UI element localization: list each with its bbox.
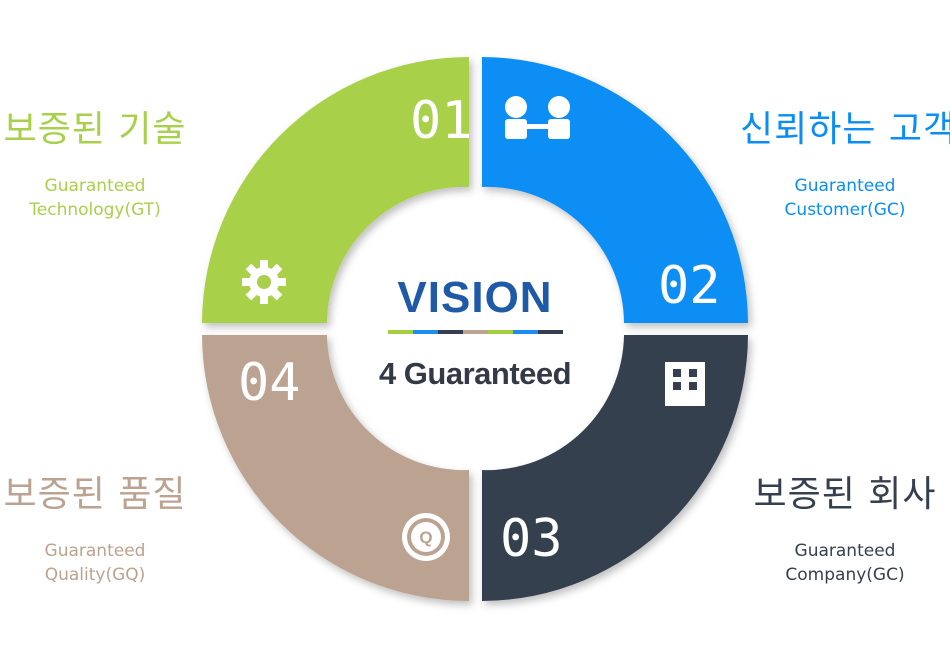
quadrant-04: 04 Q	[202, 335, 469, 601]
label-title-ko: 보증된 품질	[3, 474, 187, 515]
label-title-en: Guaranteed Company(GC)	[740, 539, 950, 587]
label-title-en-line2: Technology(GT)	[29, 200, 161, 220]
segment-01	[202, 57, 469, 323]
label-title-en-line1: Guaranteed	[794, 176, 896, 196]
segment-number-03: 03	[500, 509, 563, 569]
stripe-segment	[437, 330, 463, 334]
segment-number-01: 01	[410, 91, 473, 151]
label-title-en: Guaranteed Quality(GQ)	[0, 539, 190, 587]
label-title-en-line1: Guaranteed	[44, 176, 146, 196]
vision-center: VISION 4 Guaranteed	[355, 270, 595, 392]
stripe-segment	[512, 330, 538, 334]
stripe-segment	[462, 330, 488, 334]
stripe-segment	[537, 330, 563, 334]
label-title-en-line1: Guaranteed	[44, 541, 146, 561]
building-icon	[665, 362, 705, 406]
quality-badge-icon: Q	[402, 513, 450, 561]
label-title-en: Guaranteed Technology(GT)	[0, 174, 190, 222]
vision-subtitle: 4 Guaranteed	[378, 356, 572, 391]
label-title-ko: 보증된 회사	[753, 474, 937, 515]
segment-number-04: 04	[238, 353, 301, 413]
quadrant-03: 03	[482, 335, 748, 601]
vision-title: VISION	[397, 273, 553, 322]
label-guaranteed-company: 보증된 회사 Guaranteed Company(GC)	[740, 465, 950, 587]
label-guaranteed-quality: 보증된 품질 Guaranteed Quality(GQ)	[0, 465, 190, 587]
stripe-segment	[487, 330, 513, 334]
stripe-segment	[412, 330, 438, 334]
label-title-en-line1: Guaranteed	[794, 541, 896, 561]
label-title-en-line2: Customer(GC)	[784, 200, 906, 220]
segment-number-02: 02	[658, 256, 721, 316]
quadrant-02: 02	[482, 57, 748, 323]
label-title-en-line2: Quality(GQ)	[44, 565, 146, 585]
stripe-segment	[387, 330, 413, 334]
label-title-ko: 보증된 기술	[3, 109, 187, 150]
svg-text:Q: Q	[419, 528, 432, 547]
label-title-ko: 신뢰하는 고객	[740, 109, 950, 150]
label-title-en: Guaranteed Customer(GC)	[740, 174, 950, 222]
gear-icon	[242, 260, 286, 304]
color-stripe	[387, 330, 563, 334]
label-title-en-line2: Company(GC)	[785, 565, 905, 585]
quadrant-01: 01	[202, 57, 473, 323]
label-guaranteed-technology: 보증된 기술 Guaranteed Technology(GT)	[0, 100, 190, 222]
handshake-people-icon	[505, 96, 570, 139]
label-trusted-customer: 신뢰하는 고객 Guaranteed Customer(GC)	[740, 100, 950, 222]
